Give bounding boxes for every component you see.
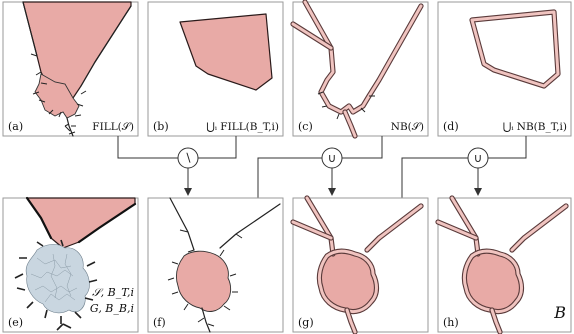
panel-c-label: (c) [298, 120, 313, 133]
panel-b: (b) ⋃ᵢ FILL(B_T,i) [147, 1, 284, 137]
operator-union-1: ∪ [321, 147, 343, 169]
panel-h-label: (h) [443, 316, 459, 329]
panel-c-frame [292, 1, 429, 137]
panel-a-shape [22, 1, 132, 137]
flow-lines [117, 136, 527, 200]
panel-e-line1: 𝒮, B_T,i [92, 286, 134, 299]
panel-d: (d) ⋃ᵢ NB(B_T,i) [437, 1, 572, 137]
panel-e-label: (e) [8, 316, 23, 329]
panel-a: (a) FILL(𝒮) [2, 1, 139, 137]
panel-h-band [435, 195, 569, 334]
operator-union-2: ∪ [467, 147, 489, 169]
panel-e-line2: G, B_B,i [90, 302, 134, 315]
panel-f-ticks [167, 229, 243, 327]
difference-symbol: ∖ [184, 151, 192, 165]
panel-c-formula: NB(𝒮) [391, 121, 424, 133]
panel-f-label: (f) [153, 316, 166, 329]
panel-g-band [290, 195, 424, 334]
arrow-diff-down [184, 188, 192, 196]
panel-h: (h) B [435, 195, 572, 334]
panel-b-label: (b) [153, 120, 169, 133]
panel-f: (f) [147, 197, 284, 333]
panel-b-shape [179, 13, 273, 91]
panel-a-formula: FILL(𝒮) [92, 121, 134, 133]
operator-difference: ∖ [177, 147, 199, 169]
panel-b-formula: ⋃ᵢ FILL(B_T,i) [206, 121, 279, 133]
panel-e-blob [25, 244, 90, 314]
panel-g-label: (g) [298, 316, 314, 329]
panel-e: (e) 𝒮, B_T,i G, B_B,i [2, 196, 139, 333]
panel-d-band [469, 9, 561, 89]
panel-e-ticks [14, 239, 98, 331]
panel-g: (g) [290, 195, 429, 334]
panel-c: (c) NB(𝒮) [290, 0, 429, 139]
panel-a-label: (a) [8, 120, 23, 133]
panel-d-formula: ⋃ᵢ NB(B_T,i) [503, 121, 567, 133]
arrow-union2-down [474, 188, 482, 196]
panel-f-shape [175, 250, 232, 312]
union-symbol-2: ∪ [474, 151, 483, 165]
union-symbol-1: ∪ [328, 151, 337, 165]
panel-c-ticks [317, 91, 375, 120]
panel-d-frame [437, 1, 572, 137]
arrow-union1-down [328, 188, 336, 196]
corner-label-b: B [553, 303, 566, 322]
panel-d-label: (d) [443, 120, 459, 133]
